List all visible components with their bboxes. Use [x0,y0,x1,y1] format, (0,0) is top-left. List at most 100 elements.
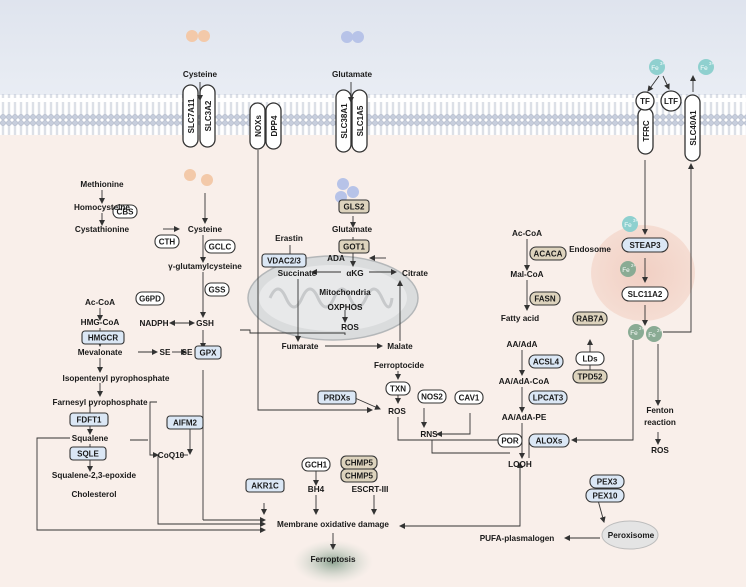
g6pd-enzyme: G6PD [135,291,165,306]
ltf-label: LTF [664,97,678,106]
ferroptocide-label: Ferroptocide [374,361,424,370]
akr1c-label: AKR1C [251,482,279,491]
fasn-enzyme: FASN [529,291,561,306]
mitochondrion [247,255,419,341]
prdxs-label: PRDXs [324,394,351,403]
cbs-label: CBS [117,208,135,217]
aa-ada-coa-label: AA/AdA-CoA [499,377,550,386]
slc7a11-label: SLC7A11 [187,98,196,133]
aa-ada-pe-label: AA/AdA-PE [502,413,547,422]
lds-droplet: LDs [575,351,605,366]
fdft1-label: FDFT1 [77,416,102,425]
vdac-label: VDAC2/3 [267,257,301,266]
fe-charge-1: 3+ [660,61,666,66]
coq10-label: CoQ10 [158,451,185,460]
methionine-label: Methionine [80,180,124,189]
ferroptosis-glow [293,540,373,584]
gch1-label: GCH1 [305,461,328,470]
hmgcr-label: HMGCR [88,334,118,343]
cysteine-spheres-out [186,30,210,42]
cth-label: CTH [159,238,176,247]
lds-label: LDs [582,355,598,364]
noxs-protein: NOXs [249,102,266,150]
acetyl-coa-right: Ac-CoA [512,229,542,238]
acsl4-enzyme: ACSL4 [528,354,564,369]
rns-label: RNS [420,430,438,439]
tf-protein: TF [635,91,655,111]
aloxs-enzyme: ALOXs [528,433,570,448]
malate-label: Malate [387,342,413,351]
fenton-label-1: Fenton [646,406,673,415]
cav1-label: CAV1 [459,394,480,403]
ros-mito-label: ROS [341,323,359,332]
nadph-label: NADPH [139,319,168,328]
slc3a2-label: SLC3A2 [204,100,213,131]
slc1a5-label: SLC1A5 [356,105,365,136]
ros-mid-label: ROS [388,407,406,416]
slc38a1-label: SLC38A1 [340,103,349,139]
akg-label: αKG [346,269,363,278]
slc40a1-transporter: SLC40A1 [684,94,701,162]
aa-ada-label: AA/AdA [507,340,538,349]
slc7a11-transporter: SLC7A11 [182,84,199,148]
tf-label: TF [640,97,650,106]
fe-charge-2: 3+ [709,61,715,66]
fe2-charge-2: 2+ [639,326,645,331]
chmp5-complex: CHMP5 CHMP5 [340,455,378,483]
erastin-label: Erastin [275,234,303,243]
slc1a5-transporter: SLC1A5 [351,89,368,153]
aifm2-enzyme: AIFM2 [166,415,204,430]
lpcat3-label: LPCAT3 [533,394,564,403]
looh-label: LOOH [508,460,532,469]
bh4-label: BH4 [308,485,325,494]
fe2-text-3: Fe [648,332,656,339]
por-label: POR [501,437,519,446]
se-label-1: SE [160,348,171,357]
fe-charge-3: 3+ [633,218,639,223]
aloxs-label: ALOXs [536,437,563,446]
peroxisome-organelle [601,520,659,550]
slc38a1-transporter: SLC38A1 [335,89,352,153]
tpd52-label: TPD52 [578,373,603,382]
gamma-glutamylcysteine-label: γ-glutamylcysteine [168,262,242,271]
gpx-enzyme: GPX [194,345,222,360]
txn-label: TXN [390,385,406,394]
gclc-label: GCLC [209,243,232,252]
ferroptosis-label: Ferroptosis [310,555,355,564]
prdxs-enzyme: PRDXs [317,390,357,405]
tpd52-protein: TPD52 [572,369,608,384]
tfrc-receptor: TFRC [637,107,654,155]
fe2-text-1: Fe [622,267,630,274]
fe-text-1: Fe [651,65,659,72]
squalene-label: Squalene [72,434,109,443]
gclc-enzyme: GCLC [204,239,236,254]
fe2-text-2: Fe [630,330,638,337]
noxs-label: NOXs [254,115,263,137]
cysteine-spheres-in [184,169,213,186]
acaca-label: ACACA [534,250,563,259]
glutamate-spheres-in [335,178,359,203]
peroxisome-label: Peroxisome [608,531,655,540]
glutamate-extracellular: Glutamate [332,70,372,79]
hmg-coa-label: HMG-CoA [81,318,120,327]
slc40a1-label: SLC40A1 [689,110,698,146]
dpp4-label: DPP4 [270,115,279,136]
fe2-ion-3: Fe 2+ [646,326,663,342]
pex10-protein: PEX10 [585,488,625,503]
escrt-iii-label: ESCRT-III [352,485,389,494]
chmp5-label-1: CHMP5 [345,459,374,468]
cholesterol-label: Cholesterol [71,490,116,499]
cysteine-intracellular: Cysteine [188,225,223,234]
squalene-epoxide-label: Squalene-2,3-epoxide [52,471,137,480]
txn-enzyme: TXN [385,381,411,396]
fe2-charge-3: 2+ [657,328,663,333]
pufa-plasmalogen-label: PUFA-plasmalogen [480,534,555,543]
pex3-label: PEX3 [597,478,618,487]
endosome-compartment [591,225,695,321]
ltf-protein: LTF [660,90,682,112]
fe3-ion-2: Fe 3+ [698,59,715,75]
fe3-ion-1: Fe 3+ [649,59,666,75]
glutamate-intracellular: Glutamate [332,225,372,234]
